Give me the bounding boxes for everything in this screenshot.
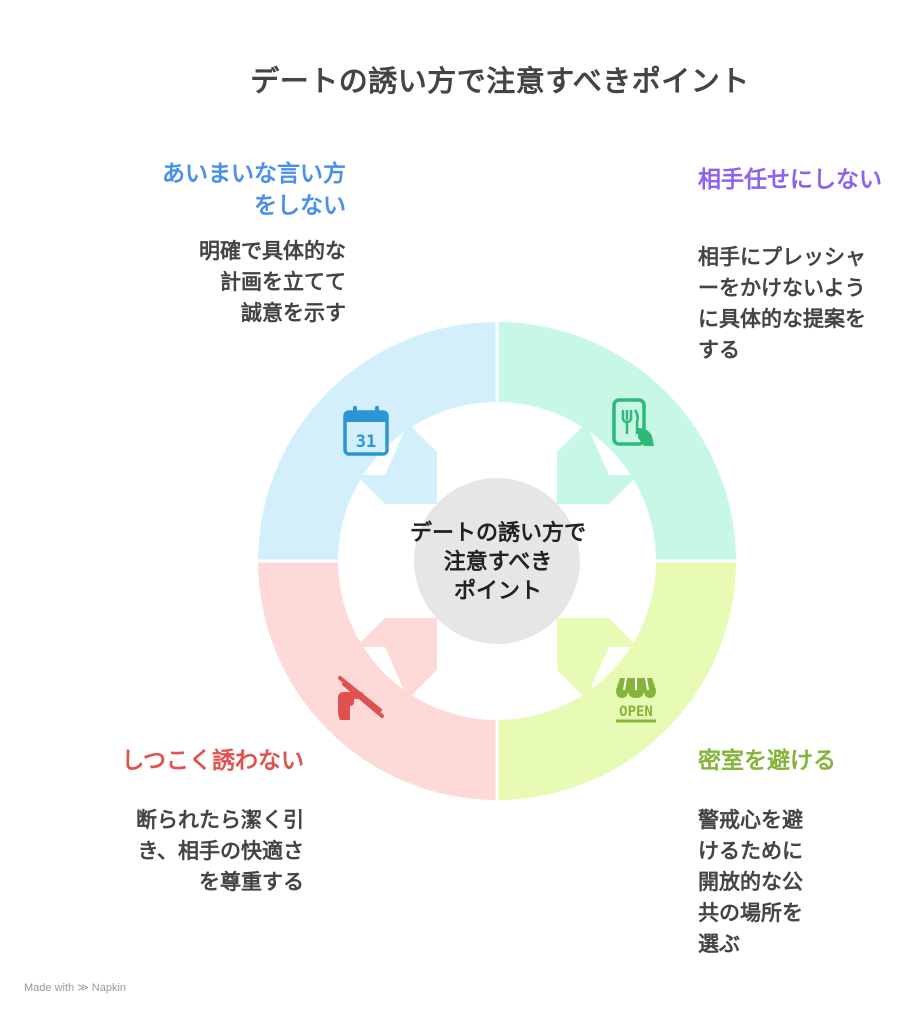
section-description: 相手にプレッシャ	[698, 245, 866, 269]
arrow-bottom-right	[557, 618, 638, 699]
quadrant-top-left	[258, 322, 497, 561]
section-top-right: 相手任せにしない 相手にプレッシャ ーをかけないよう に具体的な提案を する	[698, 164, 918, 366]
section-bottom-left: しつこく誘わない 断られたら潔く引 き、相手の快適さ を尊重する	[44, 745, 304, 898]
section-description: する	[698, 338, 740, 362]
quadrant-bottom-left	[258, 561, 497, 800]
open-store-icon: OPEN	[616, 677, 656, 723]
section-description: き、相手の快適さ	[137, 839, 304, 863]
arrow-top-right	[557, 423, 638, 504]
svg-text:31: 31	[356, 432, 376, 452]
section-top-left: あいまいな言い方 をしない 明確で具体的な 計画を立てて 誠意を示す	[46, 158, 346, 329]
restaurant-phone-icon	[612, 398, 654, 446]
section-description: を尊重する	[199, 870, 304, 894]
section-description: 誠意を示す	[241, 301, 346, 325]
section-description: 断られたら潔く引	[136, 808, 304, 832]
quadrant-bottom-right	[497, 561, 736, 800]
section-description: 共の場所を	[698, 901, 803, 925]
section-title: をしない	[254, 193, 346, 219]
calendar-icon: 31	[343, 406, 389, 456]
section-title: 相手任せにしない	[698, 167, 882, 193]
svg-text:OPEN: OPEN	[619, 704, 653, 720]
section-description: 明確で具体的な	[199, 239, 346, 263]
footer-credit: Made with ≫ Napkin	[24, 982, 127, 994]
section-description: けるために	[698, 839, 803, 863]
center-circle	[414, 478, 580, 644]
no-hand-icon	[338, 676, 384, 720]
section-description: に具体的な提案を	[698, 307, 866, 331]
arrow-top-left	[356, 423, 437, 504]
page-title: デートの誘い方で注意すべきポイント	[250, 64, 750, 98]
arrow-bottom-left	[356, 618, 437, 699]
section-title: 密室を避ける	[698, 748, 836, 774]
section-description: 開放的な公	[698, 870, 803, 894]
section-description: ーをかけないよう	[698, 276, 866, 300]
section-title: あいまいな言い方	[162, 161, 346, 187]
section-description: 警戒心を避	[698, 808, 803, 832]
section-title: しつこく誘わない	[121, 748, 304, 774]
section-bottom-right: 密室を避ける 警戒心を避 けるために 開放的な公 共の場所を 選ぶ	[698, 745, 898, 960]
section-description: 選ぶ	[698, 932, 740, 956]
center-label: デートの誘い方で 注意すべき ポイント	[409, 521, 586, 604]
section-description: 計画を立てて	[220, 270, 346, 294]
napkin-logo-icon: ≫	[77, 982, 89, 994]
